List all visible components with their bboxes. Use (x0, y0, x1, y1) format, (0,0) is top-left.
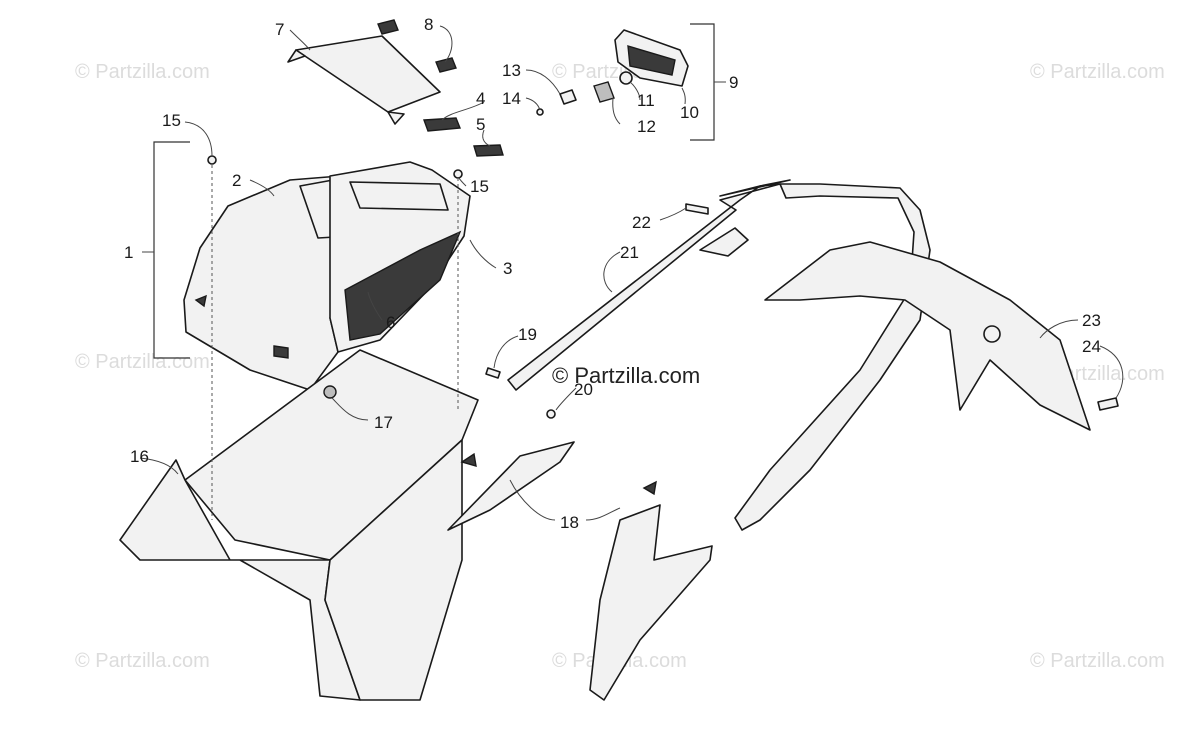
callout-15: 15 (162, 111, 181, 130)
callout-21: 21 (620, 243, 639, 262)
callout-11: 11 (637, 91, 655, 110)
callout-13: 13 (502, 61, 521, 80)
watermark: © Partzilla.com (1030, 650, 1165, 672)
bracket-1 (142, 141, 190, 359)
callout-12: 12 (637, 117, 656, 136)
callout-23: 23 (1082, 311, 1101, 330)
callout-20: 20 (574, 380, 593, 399)
watermark: © Partzilla.com (75, 650, 210, 672)
callout-3: 3 (503, 259, 512, 278)
callout-17: 17 (374, 413, 393, 432)
part-21-grab-bar[interactable] (507, 179, 931, 531)
part-23-rear-fender[interactable] (764, 241, 1091, 431)
part-11-bulb[interactable] (619, 71, 633, 85)
watermark: © Partzilla.com (75, 61, 210, 83)
direction-arrows (460, 452, 657, 496)
part-12-socket[interactable] (593, 81, 615, 103)
callout-10: 10 (680, 103, 699, 122)
part-4-reflector[interactable] (423, 117, 461, 132)
part-5-reflector[interactable] (473, 144, 504, 157)
part-8-clips[interactable] (377, 19, 457, 73)
callout-7: 7 (275, 20, 284, 39)
watermark-center: © Partzilla.com (552, 363, 700, 388)
callout-1: 1 (124, 243, 133, 262)
callout-19: 19 (518, 325, 537, 344)
callout-6: 6 (386, 313, 395, 332)
callout-9: 9 (729, 73, 738, 92)
callout-2: 2 (232, 171, 241, 190)
part-18-lower-trim[interactable] (447, 441, 713, 701)
callout-16: 16 (130, 447, 149, 466)
hardware-fasteners[interactable] (207, 155, 1119, 419)
callout-18: 18 (560, 513, 579, 532)
callout-22: 22 (632, 213, 651, 232)
alignment-lines (211, 165, 459, 520)
callout-8: 8 (424, 15, 433, 34)
leader-lines (139, 25, 1124, 521)
part-13-14-fasteners[interactable] (536, 89, 577, 116)
watermark: © Partzilla.com (1030, 61, 1165, 83)
callout-labels: 1 2 3 4 5 6 7 8 9 10 11 12 13 14 15 15 1… (124, 15, 1101, 532)
part-10-taillight-housing[interactable] (614, 29, 689, 87)
part-16-rear-bumper-box[interactable] (119, 349, 479, 701)
callout-4: 4 (476, 89, 485, 108)
callout-14: 14 (502, 89, 521, 108)
callout-5: 5 (476, 115, 485, 134)
part-7-flap[interactable] (287, 35, 441, 125)
bracket-9 (690, 23, 726, 141)
part-6-decal[interactable] (344, 230, 462, 341)
callout-24: 24 (1082, 337, 1101, 356)
watermark: © Partzilla.com (75, 351, 210, 373)
callout-15: 15 (470, 177, 489, 196)
